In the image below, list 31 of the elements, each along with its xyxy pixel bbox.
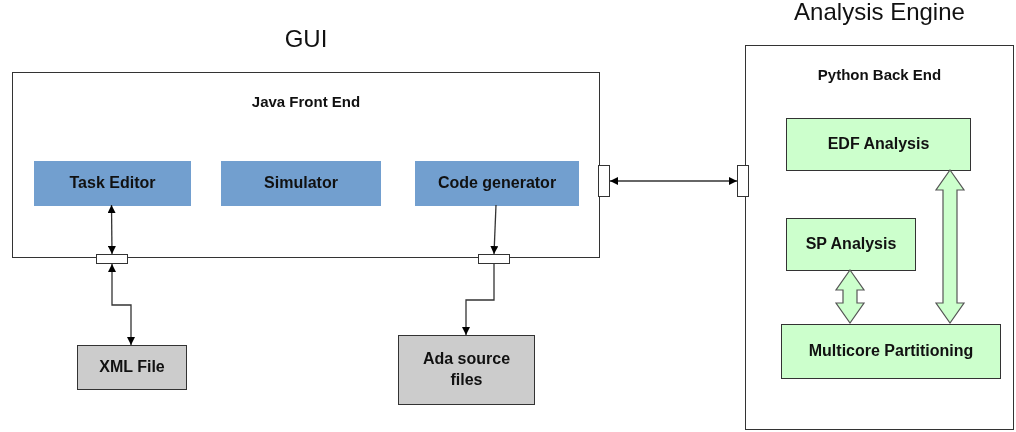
block-arrow xyxy=(934,168,966,325)
port-box xyxy=(478,254,510,264)
process-box xyxy=(786,118,971,171)
container-title: GUI xyxy=(283,25,329,53)
box-label: Simulator xyxy=(263,173,339,194)
container-title: Analysis Engine xyxy=(793,0,966,26)
process-box xyxy=(221,161,381,206)
arrow xyxy=(107,204,116,255)
box-label: EDF Analysis xyxy=(826,134,931,155)
box-label: Ada source files xyxy=(421,349,512,390)
arrow xyxy=(462,263,495,336)
box-label: Multicore Partitioning xyxy=(807,341,975,362)
box-label: Code generator xyxy=(436,173,558,194)
process-box xyxy=(398,335,535,405)
block-arrow xyxy=(834,268,866,325)
port-box xyxy=(737,165,749,197)
port-box xyxy=(96,254,128,264)
process-box xyxy=(34,161,191,206)
process-box xyxy=(415,161,579,206)
arrow xyxy=(490,204,499,255)
port-box xyxy=(598,165,610,197)
process-box xyxy=(786,218,916,271)
container-heading: Python Back End xyxy=(816,66,943,83)
container-heading: Java Front End xyxy=(250,93,362,110)
box-label: XML File xyxy=(98,357,166,378)
box-label: SP Analysis xyxy=(804,234,898,255)
process-box xyxy=(77,345,187,390)
process-box xyxy=(781,324,1001,379)
arrow xyxy=(108,263,135,346)
box-label: Task Editor xyxy=(68,173,157,194)
arrow xyxy=(609,177,738,185)
